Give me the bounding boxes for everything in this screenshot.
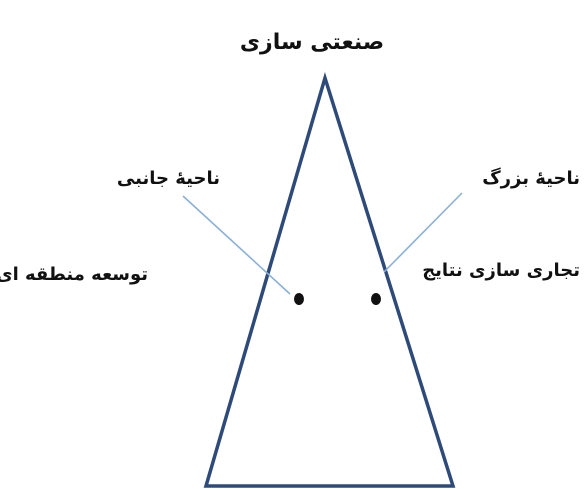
left-upper-label: ناحیهٔ جانبی bbox=[116, 168, 220, 189]
left-leader-line bbox=[182, 195, 291, 295]
triangle-shape bbox=[203, 71, 456, 488]
right-upper-label: ناحیهٔ بزرگ bbox=[482, 168, 580, 189]
apex-label: صنعتی سازی bbox=[239, 30, 385, 55]
left-dot bbox=[294, 293, 304, 305]
left-lower-label: توسعه منطقه ای bbox=[0, 264, 148, 285]
right-leader-line bbox=[383, 192, 463, 273]
right-dot bbox=[371, 293, 381, 305]
right-lower-label: تجاری سازی نتایج bbox=[422, 260, 580, 281]
